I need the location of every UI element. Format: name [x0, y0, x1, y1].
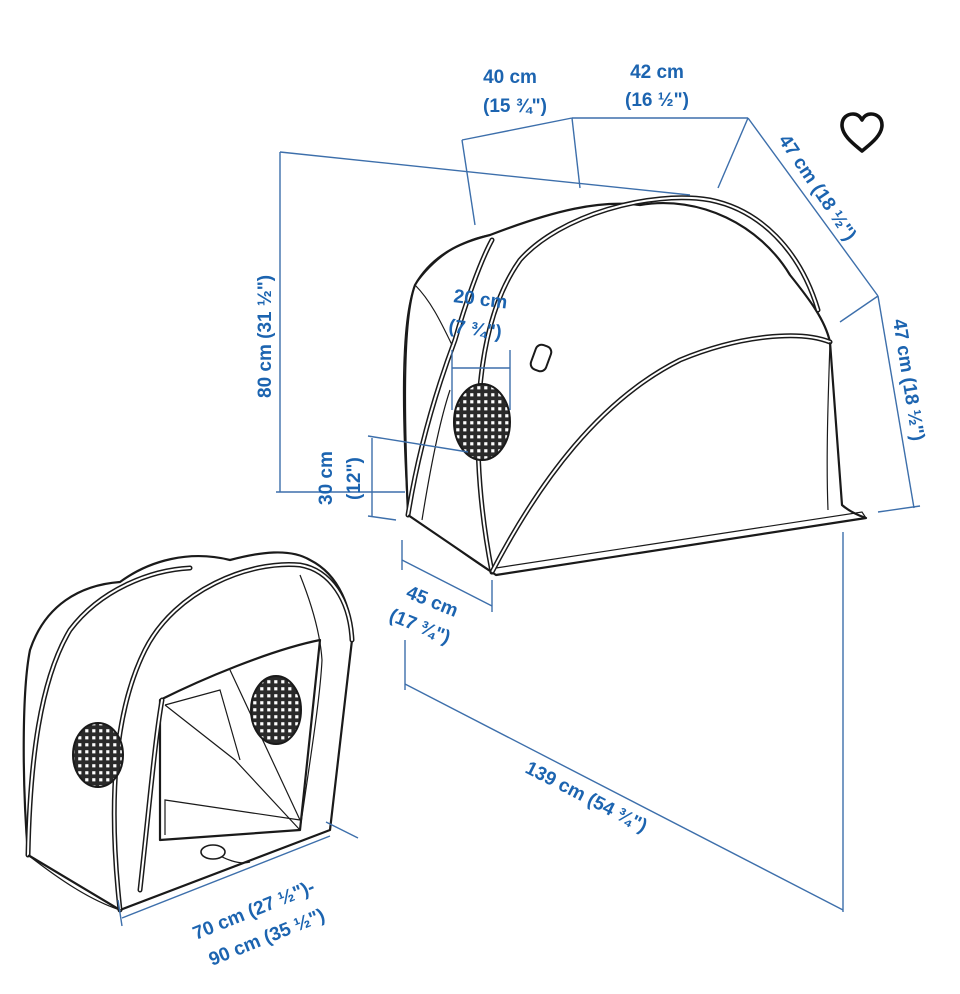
tent-large-illustration [402, 195, 868, 577]
tent-compact-illustration [22, 551, 355, 913]
dim-depth-top-metric: 40 cm [483, 67, 537, 88]
dim-depth-top-imperial: (15 ¾") [483, 96, 547, 117]
dim-total-length: 139 cm (54 ¾") [522, 758, 651, 837]
dim-vent-height-imperial: (12") [344, 457, 365, 500]
dim-total-height: 80 cm (31 ½") [255, 275, 276, 398]
favorite-button[interactable] [835, 108, 889, 158]
dim-side-height: 47 cm (18 ½") [888, 317, 928, 442]
dim-vent-height-metric: 30 cm [316, 451, 337, 505]
dim-width-top-imperial: (16 ½") [625, 90, 689, 111]
heart-outline-icon [840, 112, 884, 153]
dim-width-top-metric: 42 cm [630, 62, 684, 83]
dimension-lines [117, 117, 921, 927]
